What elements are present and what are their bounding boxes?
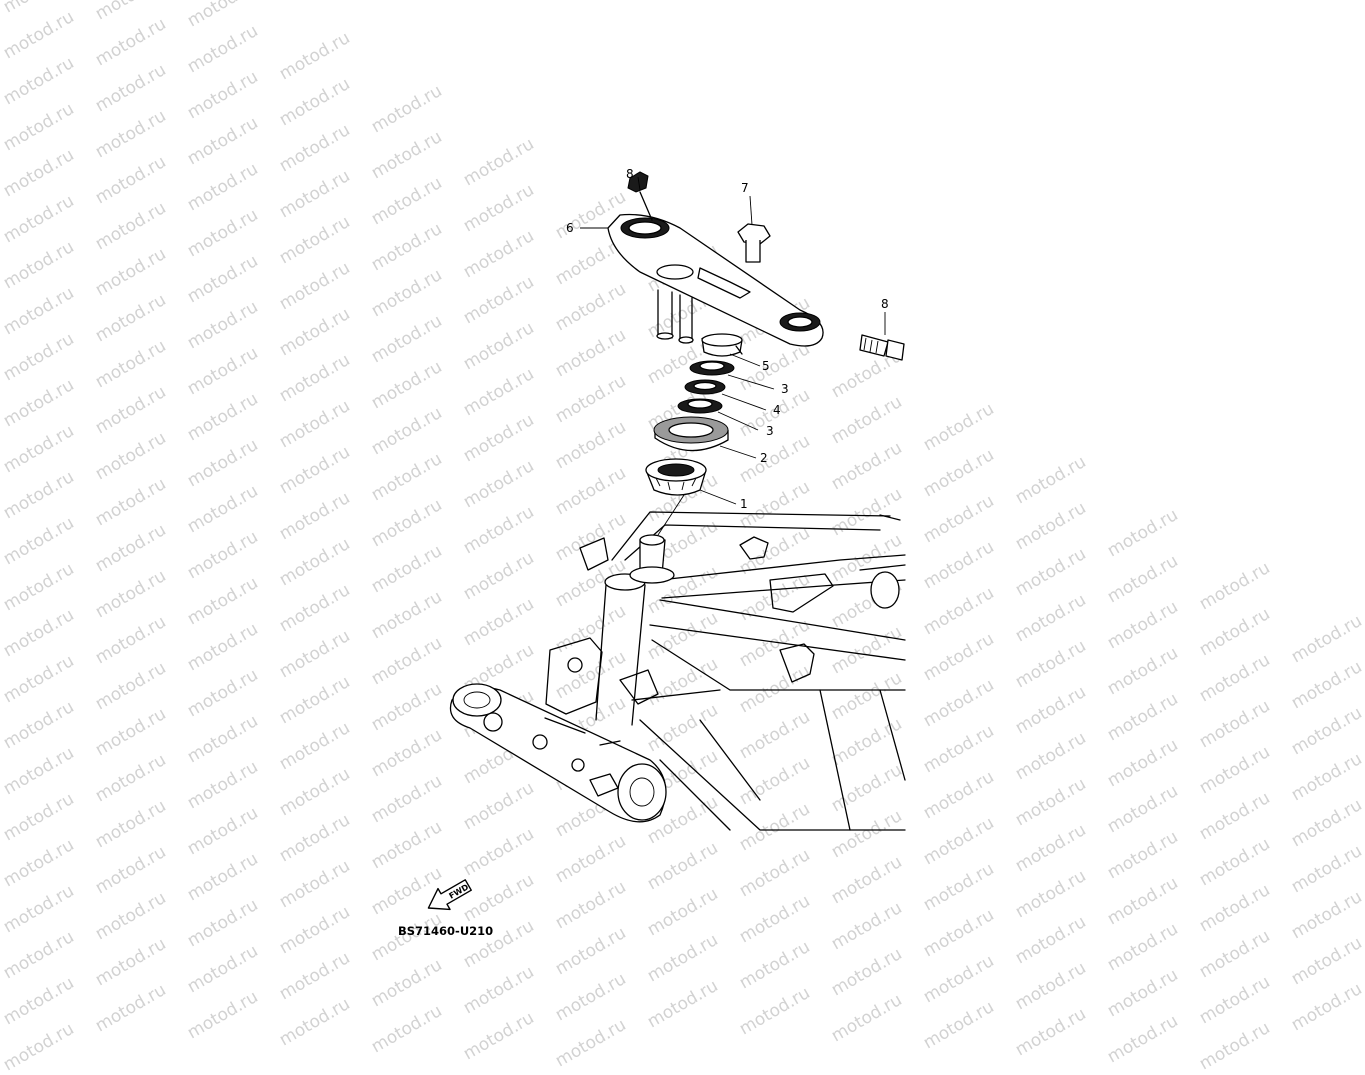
callout-5: 5 [762, 359, 770, 373]
diagram-code: BS71460-U210 [398, 924, 494, 938]
part-8-bolt-right [859, 334, 905, 361]
callout-2: 2 [760, 451, 768, 465]
fwd-arrow: FWD [427, 879, 472, 911]
callout-6: 6 [566, 221, 574, 235]
part-5-lock-washer [701, 333, 743, 357]
callout-4: 4 [773, 403, 781, 417]
part-6-upper-bracket [607, 213, 824, 347]
part-2-race [653, 416, 729, 452]
callout-1: 1 [740, 497, 748, 511]
part-3-ring-nut-lower [677, 398, 723, 414]
part-3-ring-nut-upper [689, 360, 735, 376]
part-7-stem-nut [737, 223, 771, 263]
callout-8-top: 8 [626, 167, 634, 181]
frame-drawing [449, 511, 906, 831]
steering-assembly-diagram: 8 7 6 8 5 3 4 3 2 1 FWD [427, 167, 906, 911]
callout-7: 7 [741, 181, 749, 195]
leader-lines [580, 176, 886, 536]
callout-8-right: 8 [881, 297, 889, 311]
steering-stem [629, 534, 675, 584]
part-4-washer [684, 379, 726, 395]
part-1-bearing [645, 458, 707, 496]
part-8-bolt-top [627, 171, 653, 221]
callout-3-upper: 3 [781, 382, 789, 396]
callout-3-lower: 3 [766, 424, 774, 438]
callout-labels: 8 7 6 8 5 3 4 3 2 1 [566, 167, 889, 511]
